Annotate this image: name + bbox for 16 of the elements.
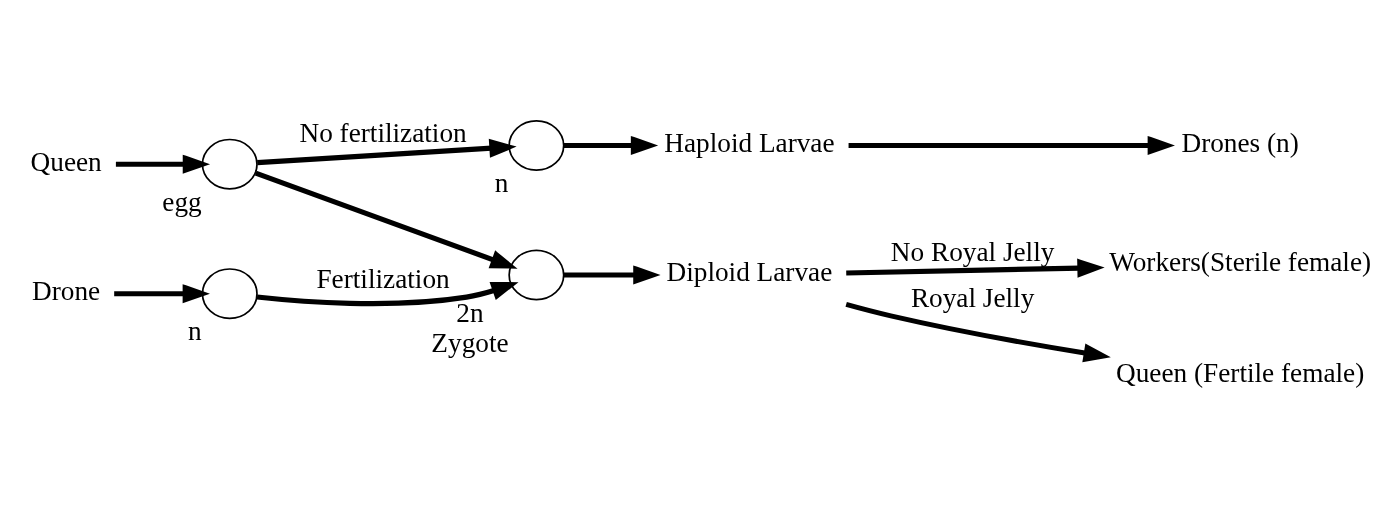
node-text: Workers(Sterile female)	[1109, 246, 1372, 277]
node-text: Drone	[32, 275, 101, 306]
node-label: egg	[162, 186, 202, 217]
node-text: Drones (n)	[1181, 127, 1299, 158]
node-text: Queen	[30, 146, 102, 177]
node-label: Zygote	[431, 327, 509, 358]
node-label: 2n	[456, 297, 484, 327]
node-label: n	[494, 167, 509, 198]
node-text: Haploid Larvae	[664, 127, 835, 158]
edge-label: Royal Jelly	[910, 282, 1035, 313]
node-text: Queen (Fertile female)	[1116, 357, 1365, 388]
node-label: n	[187, 315, 202, 346]
edge-label: No fertilization	[299, 117, 467, 148]
edge-label: Fertilization	[316, 263, 450, 294]
edge-label: No Royal Jelly	[890, 236, 1055, 267]
node-text: Diploid Larvae	[666, 256, 833, 287]
